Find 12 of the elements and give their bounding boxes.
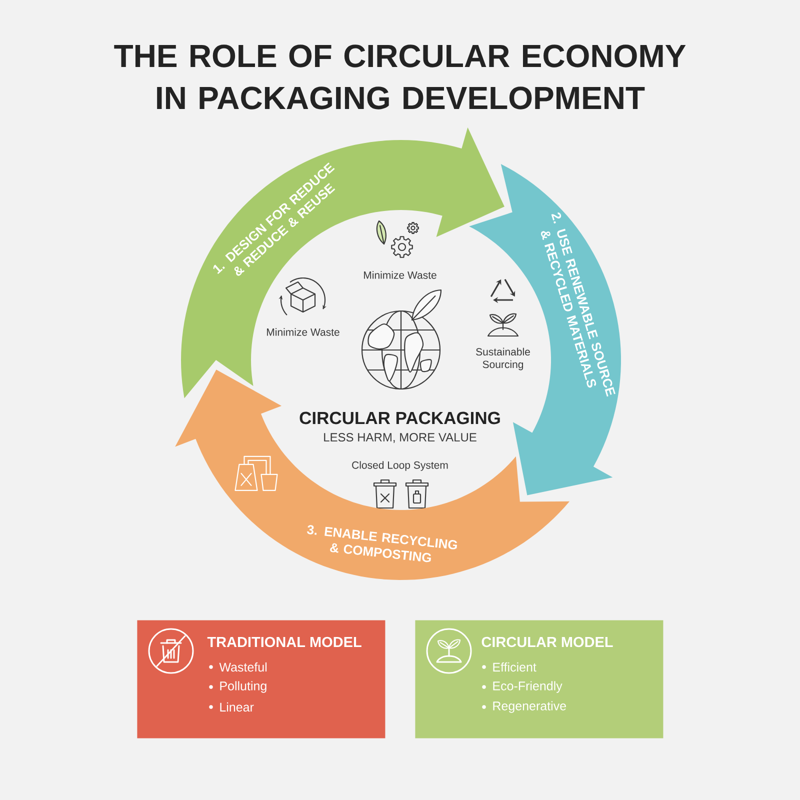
list-item: Linear (220, 702, 254, 712)
card-heading: CIRCULAR MODEL (482, 636, 613, 648)
card-heading: TRADITIONAL MODEL (207, 636, 362, 648)
list-item: Wasteful (219, 662, 267, 672)
list-item: Efficient (493, 662, 536, 672)
icon-caption: Closed Loop System (352, 461, 448, 471)
list-item: Regenerative (493, 701, 566, 713)
list-item: Eco-Friendly (493, 681, 562, 693)
icon-caption: Minimize Waste (267, 328, 340, 336)
list-item: Polluting (220, 681, 266, 693)
icon-caption: Minimize Waste (364, 271, 436, 279)
title: THE ROLE OF CIRCULAR ECONOMY IN PACKAGING DEVELOPMENT (114, 44, 686, 110)
